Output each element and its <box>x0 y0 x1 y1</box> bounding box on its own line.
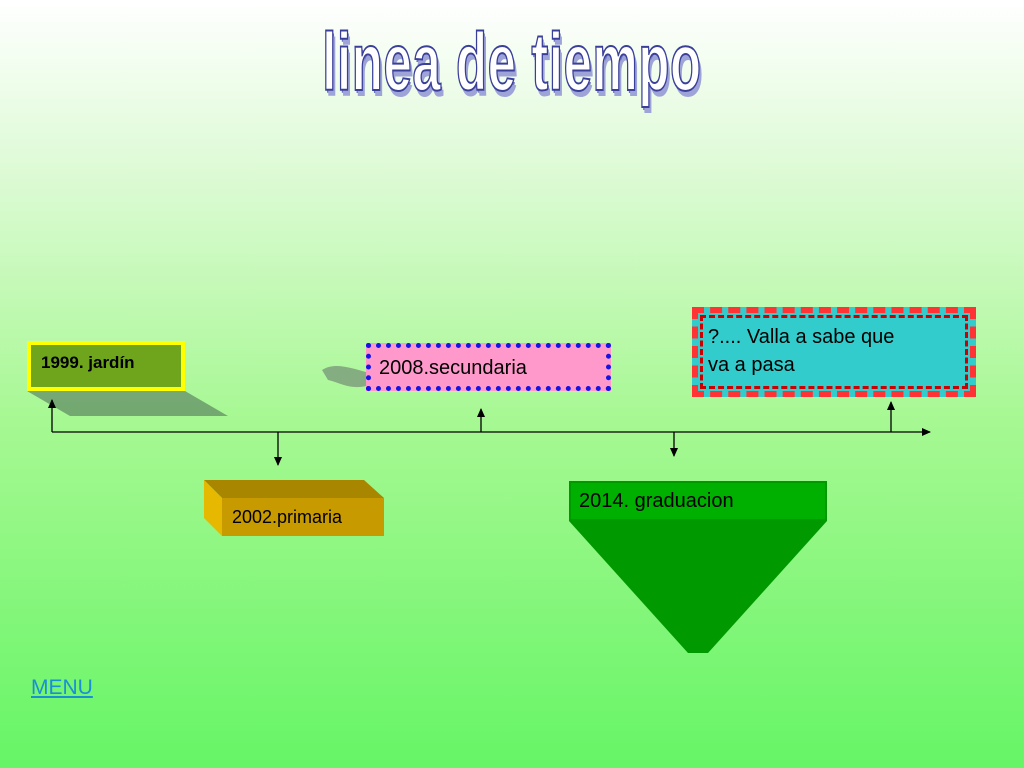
slide-title: linea de tiempo <box>322 17 702 108</box>
box-2002-side <box>204 480 222 536</box>
event-2014-label: 2014. graduacion <box>579 490 734 512</box>
event-2008-label: 2008.secundaria <box>379 357 527 379</box>
box-2008-tail <box>322 366 366 388</box>
event-future-label-line2: va a pasa <box>708 354 795 376</box>
box-2014-funnel <box>569 521 827 653</box>
box-1999-shadow <box>27 391 228 416</box>
event-1999-box: 1999. jardín <box>27 341 185 391</box>
event-future-box: ?.... Valla a sabe que va a pasa <box>692 307 976 397</box>
menu-link[interactable]: MENU <box>31 676 93 699</box>
event-2008-box: 2008.secundaria <box>366 343 611 391</box>
event-future-label-line1: ?.... Valla a sabe que <box>708 326 895 348</box>
box-2002-front <box>222 498 384 536</box>
box-2002-top <box>204 480 384 498</box>
event-2014-box: 2014. graduacion <box>569 481 827 521</box>
event-2002-box: 2002.primaria <box>222 498 380 534</box>
event-1999-label: 1999. jardín <box>41 353 135 372</box>
event-2002-label: 2002.primaria <box>232 507 343 527</box>
